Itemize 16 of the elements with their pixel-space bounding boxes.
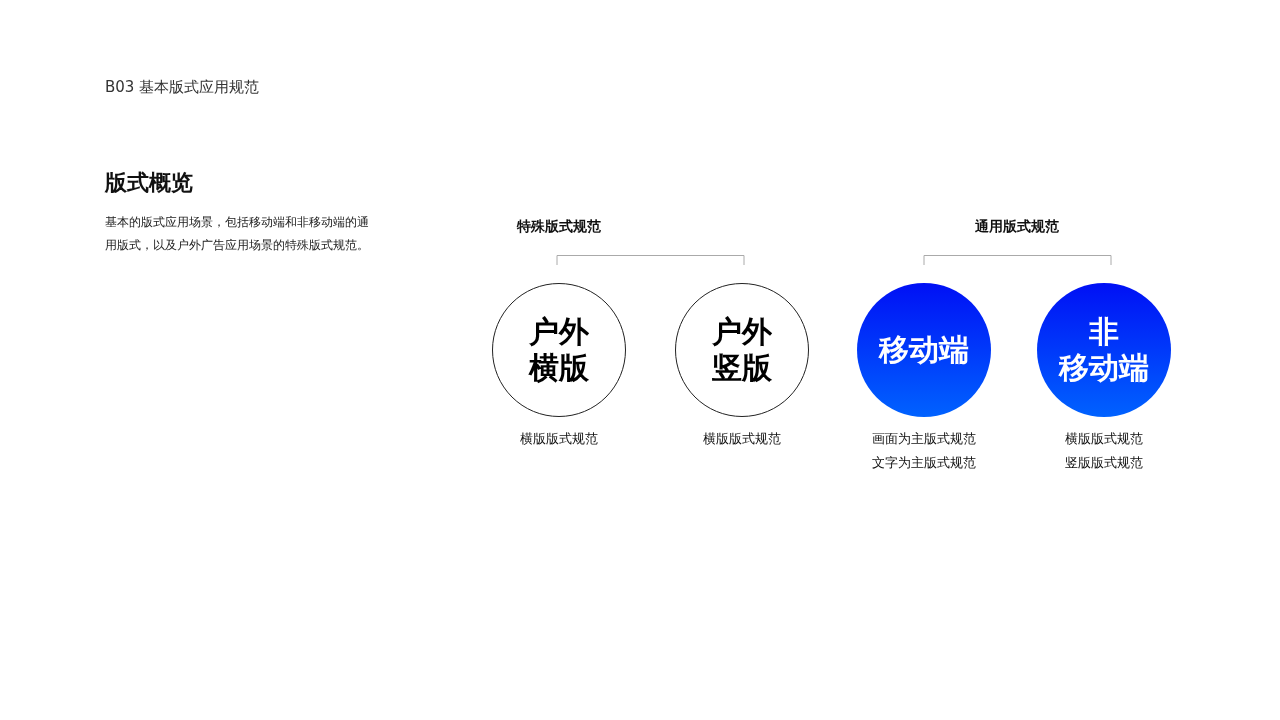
circle-label: 户外竖版 bbox=[711, 314, 773, 386]
section-title: 版式概览 bbox=[105, 169, 193, 197]
circle-label: 移动端 bbox=[877, 332, 970, 368]
circle-label: 非 bbox=[1088, 314, 1120, 350]
caption-text: 横版版式规范 bbox=[519, 430, 599, 448]
caption-text: 横版版式规范 bbox=[1064, 430, 1144, 448]
circle-label: 移动端 bbox=[1057, 350, 1150, 386]
page-header: B03 基本版式应用规范 bbox=[105, 78, 260, 97]
caption-text: 横版版式规范 bbox=[702, 430, 782, 448]
caption-text: 竖版版式规范 bbox=[1064, 454, 1144, 472]
description-text: 基本的版式应用场景，包括移动端和非移动端的通用版式，以及户外广告应用场景的特殊版式规范。 bbox=[105, 214, 370, 254]
circle-label: 户外横版 bbox=[527, 314, 590, 386]
group-heading: 通用版式规范 bbox=[974, 218, 1060, 236]
caption-text: 画面为主版式规范 bbox=[871, 430, 977, 448]
group-heading: 特殊版式规范 bbox=[515, 218, 602, 236]
caption-text: 文字为主版式规范 bbox=[871, 454, 977, 472]
